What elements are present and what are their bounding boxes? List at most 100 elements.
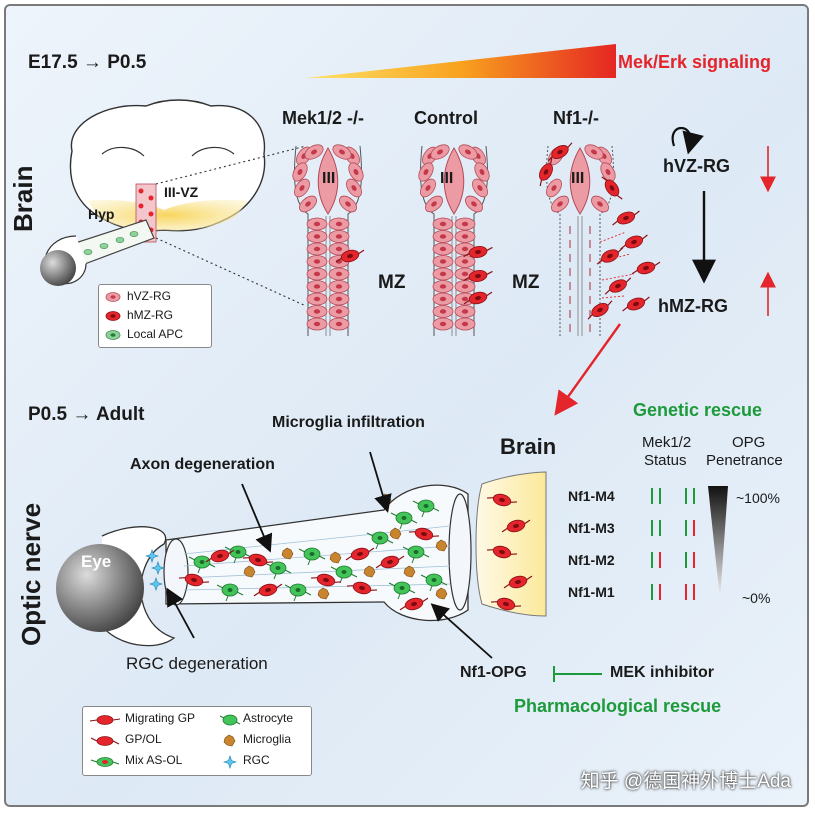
hmz-rg-cell	[609, 207, 643, 229]
hmz-rg-cell	[619, 293, 653, 315]
hvz-rg-cell	[306, 242, 328, 256]
legend-bottom-item: RGC	[243, 753, 270, 767]
microglia-infiltration-label: Microglia infiltration	[272, 414, 425, 431]
genetic-rescue-marks	[651, 488, 695, 600]
hmz-rg-cell	[601, 274, 635, 298]
ventricle-label: III	[440, 170, 454, 187]
hvz-rg-cell	[306, 292, 328, 306]
ventricle-label: III	[571, 170, 585, 187]
hmz-rg-cell	[617, 231, 651, 253]
hvz-rg-cell	[432, 317, 454, 331]
hvz-rg-cell	[306, 255, 328, 268]
hvz-rg-cell	[306, 217, 328, 231]
hvz-rg-cell	[306, 317, 328, 331]
mek-status-header-line1: Mek1/2	[642, 434, 692, 451]
rgc-degeneration-label: RGC degeneration	[126, 654, 268, 673]
signaling-gradient-wedge	[306, 44, 616, 78]
hvz-rg-cell	[432, 305, 454, 318]
hvz-rg-cell	[432, 230, 454, 243]
mek-inhibitor-label: MEK inhibitor	[610, 664, 714, 681]
legend-bottom-item: Migrating GP	[125, 711, 196, 725]
nf1-opg-label: Nf1-OPG	[460, 664, 527, 681]
hvz-rg-cell	[306, 267, 328, 281]
legend-cell-types-top: hVZ-RG hMZ-RG Local APC	[98, 284, 212, 348]
timeline-stage1: E17.5 → P0.5	[28, 52, 147, 73]
side-label-brain: Brain	[8, 165, 38, 232]
ventricle-column	[533, 139, 626, 336]
column-header-control: Control	[414, 108, 478, 128]
mek-status-header-line2: Status	[644, 452, 687, 469]
timeline-stage2: P0.5 → Adult	[28, 404, 145, 425]
brain-link-arrow	[554, 323, 621, 416]
hvz-rg-cell	[454, 317, 476, 331]
penetrance-top-value: ~100%	[736, 490, 780, 506]
hvz-rg-label: hVZ-RG	[663, 156, 730, 176]
eye-globe	[56, 544, 144, 632]
hvz-rg-cell	[328, 292, 350, 306]
hvz-rg-cell	[432, 217, 454, 231]
genetic-row-label: Nf1-M2	[568, 552, 615, 568]
hvz-rg-cell	[454, 255, 476, 268]
hvz-rg-cell	[454, 230, 476, 243]
genetic-row-label: Nf1-M1	[568, 584, 615, 600]
legend-top-item: Local APC	[127, 327, 184, 341]
axon-degeneration-label: Axon degeneration	[130, 456, 275, 473]
self-renew-arrow	[671, 127, 704, 155]
opg-header-line2: Penetrance	[706, 452, 783, 469]
genetic-rescue-title: Genetic rescue	[633, 400, 763, 420]
genetic-row-label: Nf1-M4	[568, 488, 615, 504]
hvz-rg-cell	[432, 242, 454, 256]
ventricle-label: III	[322, 170, 336, 187]
hvz-rg-cell	[328, 280, 350, 293]
hvz-rg-cell	[432, 280, 454, 293]
hmz-rg-label: hMZ-RG	[658, 296, 728, 316]
penetrance-bottom-value: ~0%	[742, 590, 771, 606]
hvz-rg-cell	[587, 192, 613, 216]
rgc-cell	[149, 577, 163, 591]
hvz-rg-cell	[454, 305, 476, 318]
diagram-canvas	[40, 44, 776, 682]
hvz-rg-cell	[432, 267, 454, 281]
legend-bottom-item: Microglia	[243, 732, 292, 746]
hmz-rg-cell	[629, 258, 663, 278]
hvz-rg-cell	[454, 280, 476, 293]
legend-bottom-item: GP/OL	[125, 732, 162, 746]
watermark: 知乎 @德国神外博士Ada	[580, 771, 791, 792]
hvz-rg-cell	[306, 305, 328, 318]
legend-bottom-item: Astrocyte	[243, 711, 294, 725]
signaling-label: Mek/Erk signaling	[618, 52, 772, 72]
axon-arrow	[241, 483, 273, 553]
column-header-nf1: Nf1-/-	[553, 108, 599, 128]
hvz-rg-cell	[328, 267, 350, 281]
column-header-mek: Mek1/2 -/-	[282, 108, 365, 128]
rgc-arrow	[166, 587, 195, 639]
penetrance-wedge	[708, 486, 728, 600]
legend-top-item: hVZ-RG	[127, 289, 172, 303]
rgc-cell	[151, 561, 165, 575]
pharmacological-rescue-label: Pharmacological rescue	[514, 696, 722, 716]
figure-frame: E17.5 → P0.5 Mek/Erk signaling Brain Opt…	[4, 4, 809, 807]
genetic-row-label: Nf1-M3	[568, 520, 615, 536]
optic-nerve-diagram	[56, 471, 547, 647]
brain-coronal-section	[40, 99, 266, 286]
optic-brain-label: Brain	[500, 434, 557, 459]
ventricle-column	[415, 141, 493, 336]
iii-vz-label: III-VZ	[164, 184, 199, 200]
hvz-rg-cell	[432, 292, 454, 306]
side-label-optic-nerve: Optic nerve	[16, 502, 46, 646]
hvz-rg-cell	[328, 317, 350, 331]
legend-top-item: hMZ-RG	[127, 308, 173, 322]
eye-label: Eye	[81, 552, 112, 571]
opg-header-line1: OPG	[732, 434, 766, 451]
hvz-rg-cell	[454, 217, 476, 231]
legend-bottom-item: Mix AS-OL	[125, 753, 183, 767]
hvz-rg-cell	[306, 230, 328, 243]
ventricle-columns	[289, 139, 663, 336]
hvz-rg-cell	[306, 280, 328, 293]
legend-cell-types-bottom: Migrating GP GP/OL Mix AS-OL Astrocyte M…	[82, 706, 312, 776]
microglia-arrow	[369, 451, 392, 513]
hvz-rg-cell	[328, 217, 350, 231]
nf1-opg-arrow	[430, 603, 493, 659]
hyp-label: Hyp	[88, 206, 115, 222]
ventricle-column	[289, 141, 367, 336]
